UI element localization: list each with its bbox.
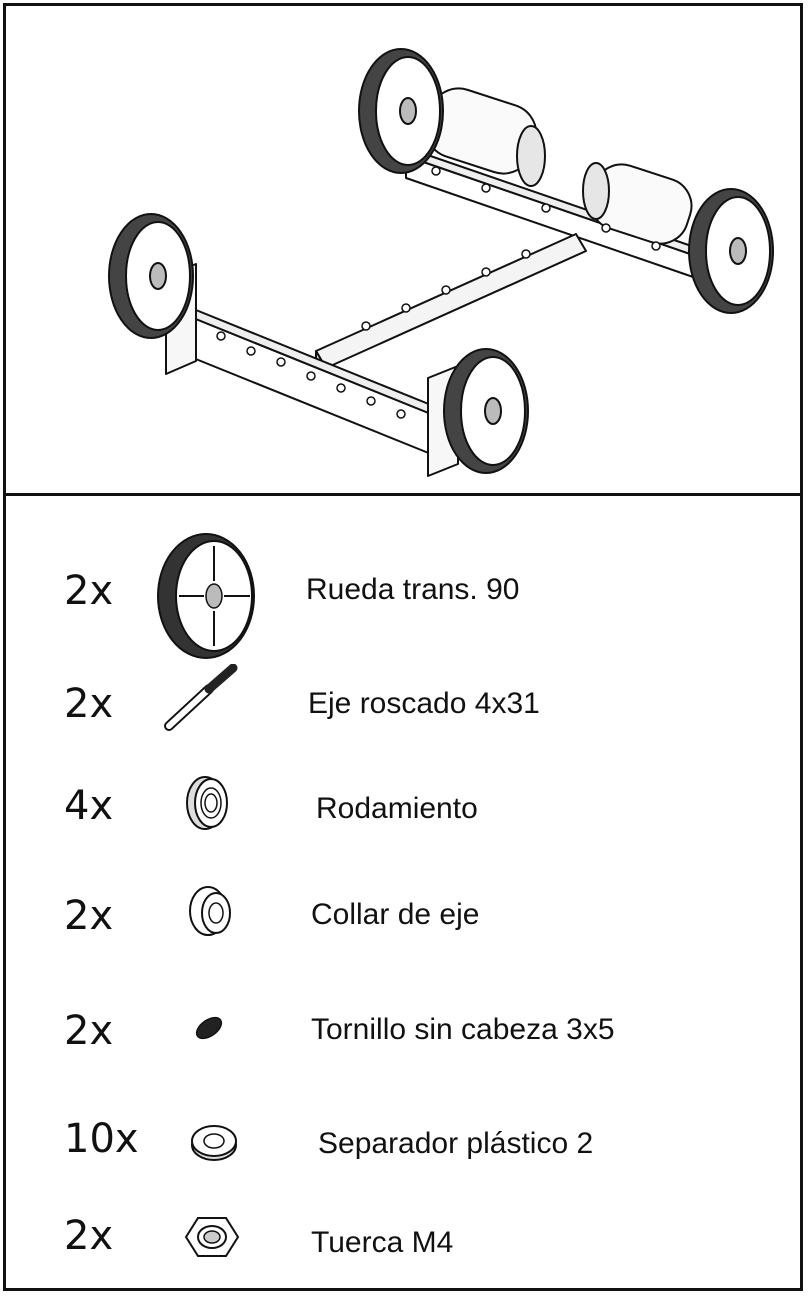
part-name: Tornillo sin cabeza 3x5 bbox=[311, 1013, 615, 1046]
part-name: Rueda trans. 90 bbox=[306, 573, 520, 606]
part-quantity: 4x bbox=[64, 783, 114, 829]
part-name: Rodamiento bbox=[316, 792, 478, 825]
part-name: Separador plástico 2 bbox=[318, 1127, 594, 1160]
section-divider bbox=[6, 493, 800, 496]
instruction-sheet: 2x Rueda trans. 90 2x Eje roscado 4x31 4… bbox=[3, 3, 803, 1291]
set-screw-icon bbox=[195, 1016, 223, 1040]
part-quantity: 10x bbox=[64, 1116, 139, 1162]
part-quantity: 2x bbox=[64, 893, 114, 939]
list-item: 4x Rodamiento bbox=[6, 764, 800, 874]
bearing-icon bbox=[186, 776, 228, 830]
parts-list: 2x Rueda trans. 90 2x Eje roscado 4x31 4… bbox=[6, 496, 800, 1288]
m4-nut-icon bbox=[184, 1217, 240, 1257]
chassis-drawing bbox=[108, 48, 774, 477]
part-quantity: 2x bbox=[64, 568, 114, 614]
part-name: Eje roscado 4x31 bbox=[308, 687, 540, 720]
list-item: 2x Collar de eje bbox=[6, 874, 800, 984]
part-name: Collar de eje bbox=[311, 898, 480, 931]
axle-collar-icon bbox=[189, 886, 231, 936]
list-item: 2x Rueda trans. 90 bbox=[6, 531, 800, 659]
part-quantity: 2x bbox=[64, 681, 114, 727]
list-item: 2x Tornillo sin cabeza 3x5 bbox=[6, 991, 800, 1101]
part-name: Tuerca M4 bbox=[311, 1226, 454, 1259]
list-item: 2x Eje roscado 4x31 bbox=[6, 656, 800, 766]
part-quantity: 2x bbox=[64, 1008, 114, 1054]
list-item: 10x Separador plástico 2 bbox=[6, 1093, 800, 1203]
chassis-assembly-illustration bbox=[6, 6, 800, 493]
threaded-axle-icon bbox=[164, 664, 238, 731]
traction-wheel-icon bbox=[157, 533, 255, 659]
list-item: 2x Tuerca M4 bbox=[6, 1196, 800, 1306]
plastic-spacer-icon bbox=[191, 1125, 237, 1161]
part-quantity: 2x bbox=[64, 1213, 114, 1259]
